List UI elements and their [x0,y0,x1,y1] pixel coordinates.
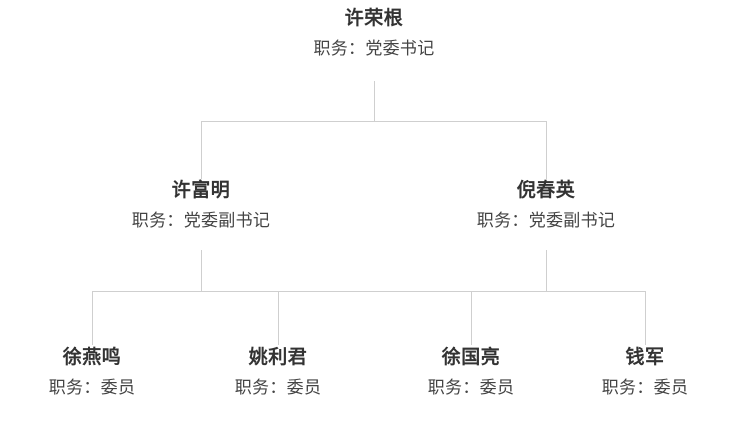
org-node-leaf-4-title: 职务：委员 [601,377,689,397]
org-node-leaf-2-title: 职务：委员 [234,377,322,397]
connector-root-stem [374,81,375,122]
connector-drop-leaf-3 [471,291,472,345]
connector-drop-leaf-2 [278,291,279,345]
connector-drop-middle-right [546,121,547,179]
connector-drop-leaf-1 [92,291,93,345]
org-node-leaf-2[interactable]: 姚利君 职务：委员 [185,345,371,400]
org-node-root[interactable]: 许荣根 职务：党委书记 [274,6,474,61]
org-node-middle-right-title: 职务：党委副书记 [476,210,616,230]
org-node-leaf-1-title: 职务：委员 [48,377,136,397]
connector-stem-middle-left [201,250,202,292]
org-node-middle-right-name: 倪春英 [516,180,576,201]
org-node-leaf-1-name: 徐燕鸣 [62,347,122,368]
org-node-middle-left-title: 职务：党委副书记 [131,210,271,230]
org-node-leaf-3-name: 徐国亮 [441,347,501,368]
org-node-leaf-3[interactable]: 徐国亮 职务：委员 [378,345,564,400]
org-node-root-name: 许荣根 [344,8,404,29]
connector-lower-bar [92,291,646,292]
connector-stem-middle-right [546,250,547,292]
connector-drop-middle-left [201,121,202,179]
connector-upper-bar [201,121,547,122]
org-node-middle-right[interactable]: 倪春英 职务：党委副书记 [426,178,666,233]
org-node-root-title: 职务：党委书记 [313,38,435,58]
org-node-middle-left-name: 许富明 [171,180,231,201]
org-node-leaf-1[interactable]: 徐燕鸣 职务：委员 [0,345,185,400]
org-node-leaf-2-name: 姚利君 [248,347,308,368]
org-node-leaf-3-title: 职务：委员 [427,377,515,397]
org-node-middle-left[interactable]: 许富明 职务：党委副书记 [81,178,321,233]
org-node-leaf-4[interactable]: 钱军 职务：委员 [552,345,738,400]
org-node-leaf-4-name: 钱军 [625,347,665,368]
connector-drop-leaf-4 [645,291,646,345]
